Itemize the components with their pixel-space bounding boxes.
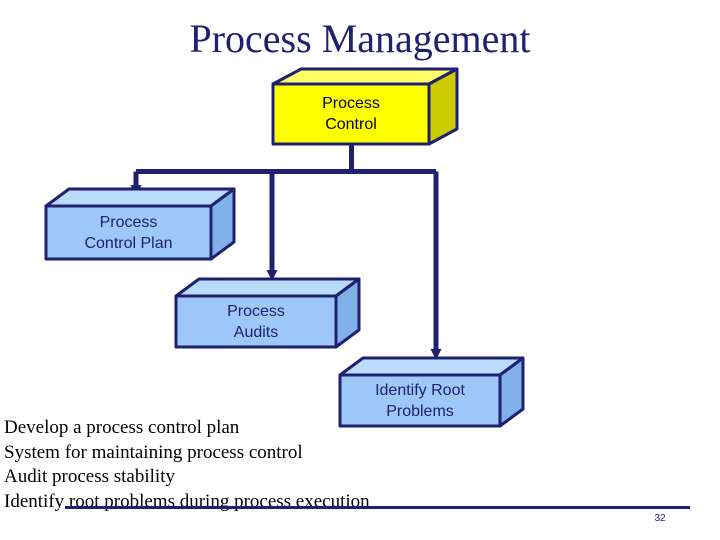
diagram-node-process-control[interactable]: Process Control	[268, 66, 460, 148]
list-item: Identify root problems during process ex…	[4, 490, 370, 512]
diagram-node-process-audits[interactable]: Process Audits	[172, 274, 362, 352]
list-item: System for maintaining process control	[4, 441, 303, 463]
page-number: 32	[654, 513, 666, 524]
list-item: Audit process stability	[4, 466, 175, 487]
page-title: Process Management	[189, 16, 531, 61]
list-item: Develop a process control plan	[4, 417, 240, 438]
diagram-node-process-control-plan[interactable]: Process Control Plan	[41, 184, 237, 264]
bullet-list: Develop a process control plan System fo…	[4, 416, 524, 514]
footer-divider	[65, 506, 690, 509]
